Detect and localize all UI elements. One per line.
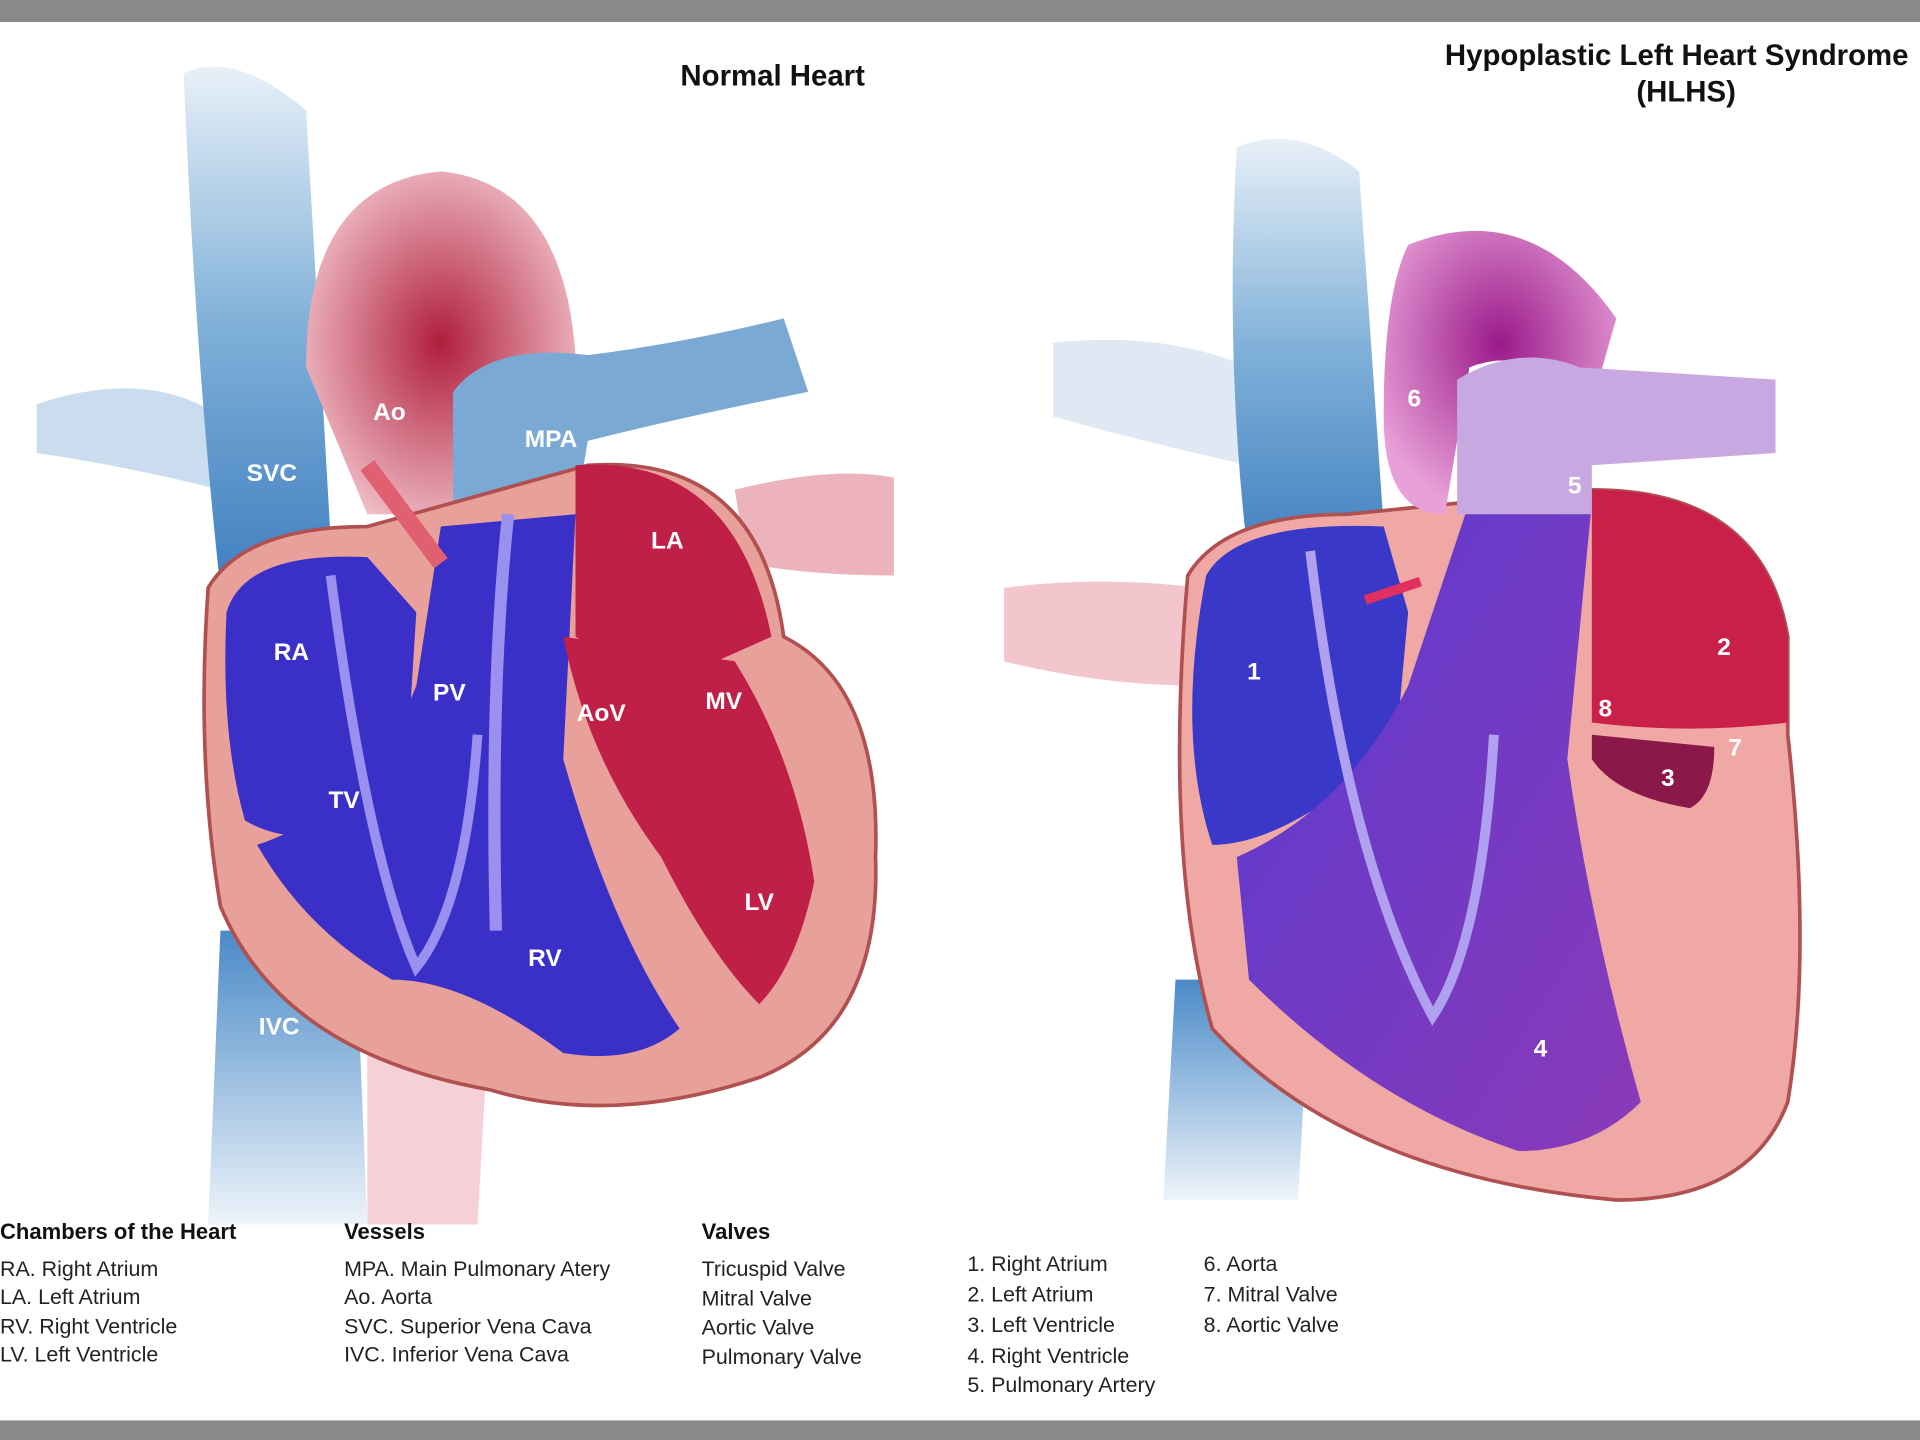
hlhs-left-atrium	[1591, 489, 1788, 729]
hlhs-pulmonary-veins-red	[1004, 581, 1200, 686]
legend-item: RA. Right Atrium	[0, 1257, 158, 1281]
mpa-vessel	[453, 318, 809, 515]
rv-flow-line	[325, 574, 483, 977]
legend-item: RV. Right Ventricle	[0, 1314, 177, 1338]
pulmonary-veins-left	[36, 388, 221, 490]
hlhs-svc-vessel	[1232, 138, 1384, 564]
legend-vessels-heading: Vessels	[344, 1219, 425, 1244]
aortic-flow-arrow	[360, 460, 448, 569]
left-ventricle-chamber	[563, 636, 815, 1005]
label-ivc: IVC	[259, 1014, 300, 1041]
hlhs-label-7: 7	[1728, 735, 1742, 762]
hlhs-right-ventricle	[1236, 502, 1641, 1152]
label-svc: SVC	[247, 460, 297, 487]
hlhs-label-3: 3	[1661, 765, 1675, 792]
left-atrium-chamber	[575, 464, 772, 686]
legend-hlhs-col1: 1. Right Atrium 2. Left Atrium 3. Left V…	[967, 1252, 1155, 1397]
normal-heart-illustration	[36, 66, 894, 1225]
label-mv: MV	[705, 688, 742, 715]
legend-vessels: Vessels MPA. Main Pulmonary Atery Ao. Ao…	[344, 1219, 610, 1366]
legend-item: SVC. Superior Vena Cava	[344, 1314, 592, 1338]
hlhs-aorta	[1383, 230, 1617, 515]
legend-item: LA. Left Atrium	[0, 1285, 140, 1309]
hlhs-shunt-arrow	[1363, 576, 1422, 605]
legend-valves-heading: Valves	[702, 1219, 771, 1244]
hlhs-title-line1: Hypoplastic Left Heart Syndrome	[1445, 39, 1909, 72]
hlhs-small-left-ventricle	[1591, 734, 1715, 809]
label-rv: RV	[528, 945, 562, 972]
legend-item: Mitral Valve	[702, 1286, 812, 1310]
legend-item: MPA. Main Pulmonary Atery	[344, 1257, 610, 1281]
hlhs-label-5: 5	[1568, 472, 1582, 499]
legend-item: Pulmonary Valve	[702, 1345, 862, 1369]
legend-chambers: Chambers of the Heart RA. Right Atrium L…	[0, 1219, 237, 1366]
legend-item: 1. Right Atrium	[967, 1252, 1107, 1276]
legend-item: 3. Left Ventricle	[967, 1313, 1115, 1337]
label-pv: PV	[433, 679, 466, 706]
label-aov: AoV	[577, 700, 627, 727]
hlhs-right-atrium	[1192, 525, 1409, 845]
legend-valves: Valves Tricuspid Valve Mitral Valve Aort…	[702, 1219, 862, 1369]
hlhs-pulmonary-veins-left	[1053, 339, 1249, 466]
label-ao: Ao	[373, 399, 406, 426]
hlhs-flow-line	[1305, 550, 1499, 1026]
legend-item: 4. Right Ventricle	[967, 1344, 1129, 1368]
bottom-frame-band	[0, 1420, 1920, 1440]
legend-item: 7. Mitral Valve	[1204, 1283, 1338, 1307]
legend-item: IVC. Inferior Vena Cava	[344, 1343, 569, 1367]
top-frame-band	[0, 0, 1920, 23]
hlhs-label-4: 4	[1534, 1036, 1548, 1063]
hlhs-heart-illustration	[1004, 138, 1802, 1202]
pulmonary-flow-arrow	[488, 513, 515, 931]
legend-item: 8. Aortic Valve	[1204, 1313, 1339, 1337]
hlhs-label-2: 2	[1717, 634, 1731, 661]
legend-item: 6. Aorta	[1204, 1252, 1278, 1276]
legend-item: 2. Left Atrium	[967, 1283, 1093, 1307]
hlhs-label-1: 1	[1247, 659, 1261, 686]
legend-item: Ao. Aorta	[344, 1285, 432, 1309]
hlhs-label-8: 8	[1599, 695, 1613, 722]
legend-item: LV. Left Ventricle	[0, 1343, 158, 1367]
label-la: LA	[651, 528, 684, 555]
label-ra: RA	[274, 639, 310, 666]
legend-item: 5. Pulmonary Artery	[967, 1373, 1155, 1397]
legend-chambers-heading: Chambers of the Heart	[0, 1219, 237, 1244]
hlhs-title-line2: (HLHS)	[1636, 76, 1736, 109]
label-lv: LV	[744, 889, 774, 916]
normal-heart-title: Normal Heart	[680, 60, 865, 93]
legend-item: Tricuspid Valve	[702, 1257, 846, 1281]
right-atrium-chamber	[225, 556, 417, 837]
label-tv: TV	[328, 787, 360, 814]
legend-hlhs-col2: 6. Aorta 7. Mitral Valve 8. Aortic Valve	[1204, 1252, 1339, 1337]
hlhs-pulmonary-artery	[1457, 357, 1776, 515]
pulmonary-veins-right-red	[734, 473, 894, 576]
legend-item: Aortic Valve	[702, 1316, 815, 1340]
hlhs-label-6: 6	[1407, 386, 1421, 413]
label-mpa: MPA	[525, 426, 578, 453]
svc-vessel	[183, 66, 331, 588]
